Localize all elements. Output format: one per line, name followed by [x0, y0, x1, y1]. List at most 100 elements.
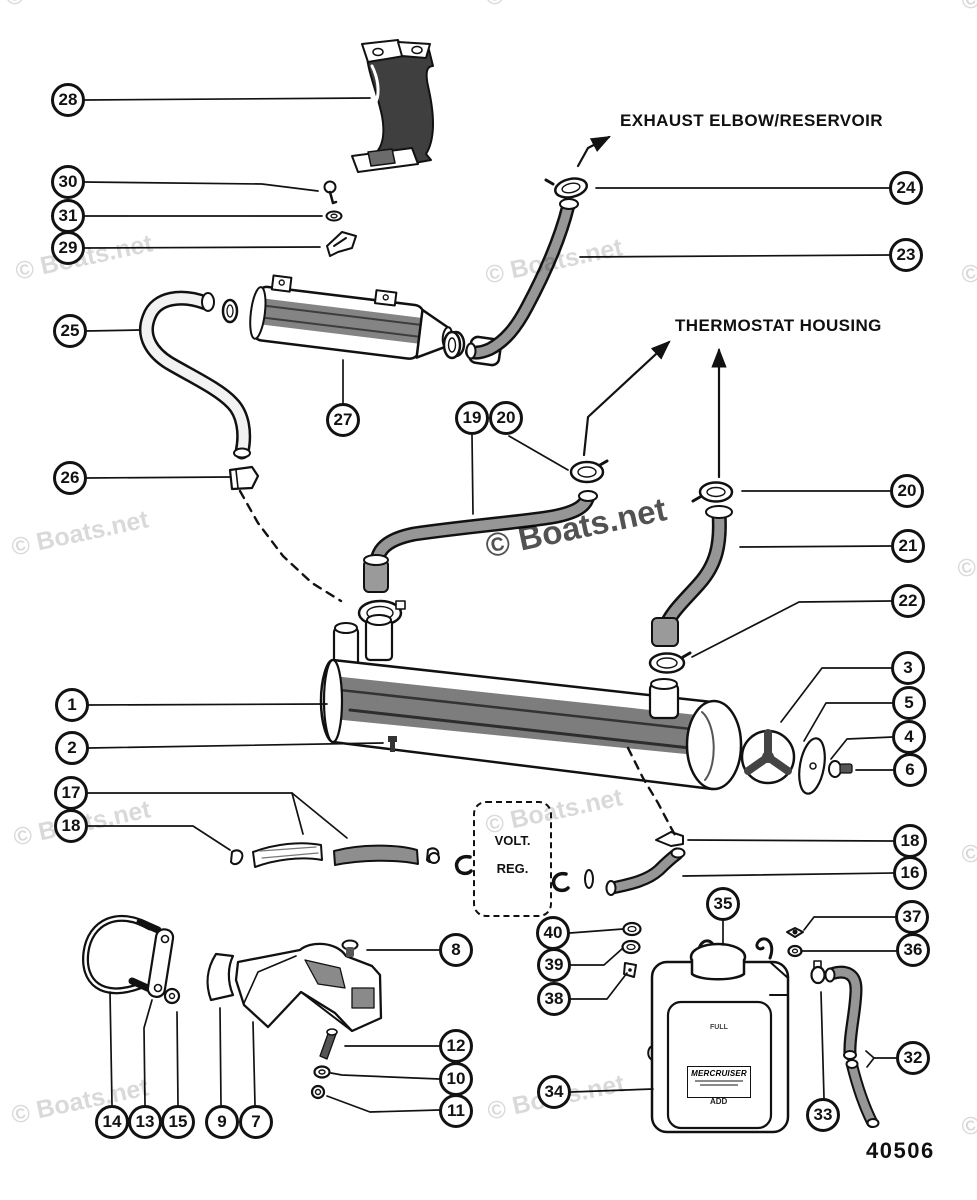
pointer-arrow — [576, 135, 611, 168]
leader-line — [682, 872, 894, 877]
callout-36: 36 — [896, 933, 930, 967]
leader-line — [85, 329, 141, 332]
leader-line — [569, 972, 628, 1000]
leader-line — [85, 476, 231, 479]
callout-20: 20 — [489, 401, 523, 435]
part-bracket-7 — [234, 942, 383, 1033]
callout-6: 6 — [893, 753, 927, 787]
tank-decal: MERCRUISER — [687, 1066, 751, 1098]
callout-18: 18 — [54, 809, 88, 843]
callout-14: 14 — [95, 1105, 129, 1139]
leader-line — [579, 254, 890, 258]
part-wingnut-37 — [786, 927, 804, 938]
part-clamp-26 — [228, 465, 260, 491]
callout-21: 21 — [891, 529, 925, 563]
tank-full-mark: FULL — [710, 1024, 728, 1031]
part-clamp-33 — [810, 960, 826, 985]
part-gasket-3 — [740, 729, 796, 785]
part-ubolt-14 — [82, 914, 162, 995]
callout-38: 38 — [537, 982, 571, 1016]
callout-27: 27 — [326, 403, 360, 437]
leader-line — [865, 1050, 897, 1059]
leader-line — [820, 991, 825, 1099]
callout-11: 11 — [439, 1094, 473, 1128]
callout-18: 18 — [893, 824, 927, 858]
callout-16: 16 — [893, 856, 927, 890]
volt-reg-line1: VOLT. — [494, 833, 531, 848]
callout-3: 3 — [891, 651, 925, 685]
part-washer-39 — [621, 939, 641, 955]
tank-decal-line — [695, 1080, 743, 1082]
part-nut-11 — [310, 1084, 326, 1100]
volt-reg-box: VOLT. REG. — [473, 801, 552, 917]
part-screw-washer-clamp — [323, 180, 357, 257]
leader-line — [143, 999, 153, 1106]
part-strap-13 — [146, 928, 175, 998]
part-washer-15 — [163, 987, 181, 1005]
callout-9: 9 — [205, 1105, 239, 1139]
part-clip-18-left — [230, 849, 244, 866]
callout-24: 24 — [889, 171, 923, 205]
callout-28: 28 — [51, 83, 85, 117]
callout-39: 39 — [537, 948, 571, 982]
part-washer-40 — [622, 921, 642, 937]
part-clip-18-right — [655, 831, 684, 847]
callout-2: 2 — [55, 731, 89, 765]
tank-brand-text: MERCRUISER — [691, 1069, 747, 1078]
part-hose-17-left — [252, 842, 323, 868]
part-clamp-20-right — [691, 481, 734, 503]
part-hose-21 — [652, 505, 733, 637]
leader-line — [252, 1021, 256, 1106]
part-hose-19 — [365, 490, 598, 587]
pointer-arrow — [582, 340, 671, 457]
dashed-line — [626, 746, 677, 837]
part-wedge-9 — [206, 952, 235, 1002]
leader-line — [330, 1072, 440, 1080]
leader-line — [87, 825, 231, 851]
callout-17: 17 — [54, 776, 88, 810]
part-clamp-22 — [648, 651, 692, 674]
part-clamp-left-of-box — [428, 852, 473, 876]
leader-line — [508, 435, 569, 471]
leader-line — [780, 667, 892, 723]
callout-10: 10 — [439, 1062, 473, 1096]
part-bolt-8 — [341, 939, 359, 957]
part-hose-16 — [605, 847, 686, 896]
callout-23: 23 — [889, 238, 923, 272]
leader-line — [739, 545, 892, 548]
callout-12: 12 — [439, 1029, 473, 1063]
part-manifold — [319, 554, 743, 791]
callout-32: 32 — [896, 1041, 930, 1075]
leader-line — [83, 181, 319, 192]
callout-30: 30 — [51, 165, 85, 199]
leader-line — [83, 246, 321, 249]
callout-40: 40 — [536, 916, 570, 950]
part-screw-12 — [319, 1028, 338, 1060]
part-washer-10 — [313, 1065, 331, 1079]
leader-line — [569, 928, 624, 934]
leader-line — [691, 600, 892, 658]
part-clamp-right-of-box — [551, 869, 594, 893]
part-clamp-20-center — [569, 459, 609, 484]
part-clamp-24 — [544, 177, 589, 199]
callout-7: 7 — [239, 1105, 273, 1139]
part-hose-17-right — [333, 844, 419, 866]
callout-29: 29 — [51, 231, 85, 265]
leader-line — [570, 1088, 654, 1093]
leader-line — [88, 703, 328, 706]
leader-line — [109, 991, 113, 1106]
callout-34: 34 — [537, 1075, 571, 1109]
leader-line — [471, 434, 474, 515]
leader-line — [219, 1007, 222, 1106]
leader-line — [176, 1011, 179, 1106]
part-hose-23 — [442, 198, 579, 360]
part-hose-25 — [139, 290, 252, 460]
part-bracket — [351, 39, 434, 173]
leader-line — [84, 97, 371, 101]
figure-number: 40506 — [866, 1138, 935, 1163]
dashed-line — [238, 489, 343, 603]
part-hose-32 — [824, 965, 880, 1128]
part-bolt-2 — [388, 736, 397, 752]
